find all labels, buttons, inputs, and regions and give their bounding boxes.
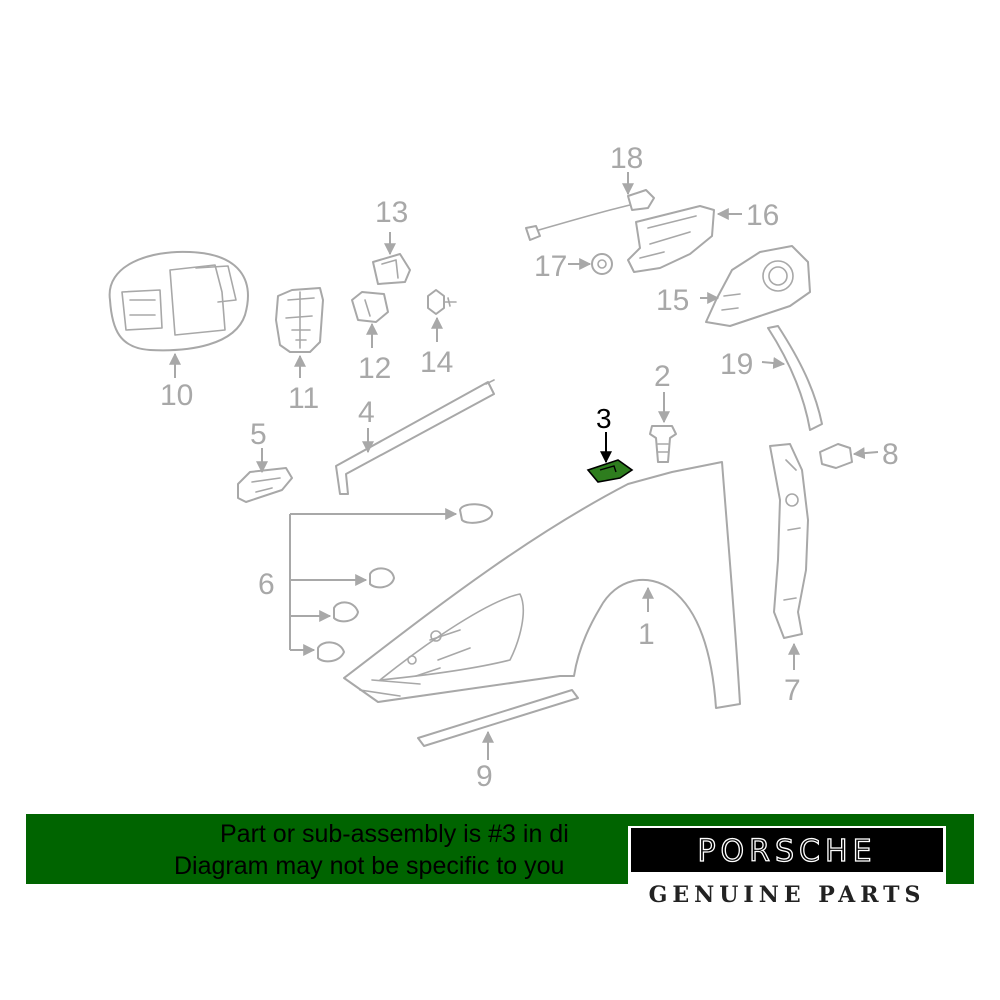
part-15-housing — [705, 245, 811, 327]
part-8-connector — [819, 443, 853, 469]
logo-brand: PORSCHE — [697, 833, 877, 869]
callout-4: 4 — [358, 396, 375, 429]
logo-tagline: GENUINE PARTS — [648, 882, 926, 908]
part-18-cable — [525, 189, 655, 241]
callout-6: 6 — [258, 568, 275, 601]
callout-1: 1 — [638, 618, 655, 651]
callout-16: 16 — [746, 199, 779, 232]
part-11-bracket — [275, 287, 324, 353]
logo-bar: PORSCHE — [631, 828, 943, 872]
part-4-bracket — [335, 379, 495, 495]
callout-19: 19 — [720, 348, 753, 381]
callout-2: 2 — [654, 360, 671, 393]
callout-12: 12 — [358, 352, 391, 385]
part-7-bracket — [769, 443, 809, 639]
part-9-seal-strip — [417, 689, 579, 747]
callout-7: 7 — [784, 674, 801, 707]
callout-17: 17 — [534, 250, 567, 283]
callout-5: 5 — [250, 418, 267, 451]
callout-18: 18 — [610, 142, 643, 175]
callout-9: 9 — [476, 760, 493, 793]
callout-15: 15 — [656, 284, 689, 317]
part-1-fender — [343, 461, 741, 709]
part-6-grommets — [317, 503, 493, 663]
part-16-actuator — [627, 205, 715, 273]
part-3-clip-nut — [586, 459, 634, 483]
part-5-clip — [237, 467, 293, 503]
callout-3: 3 — [596, 403, 612, 434]
callout-8: 8 — [882, 438, 899, 471]
callout-10: 10 — [160, 379, 193, 412]
callout-14: 14 — [420, 346, 453, 379]
part-2-bolt — [649, 425, 677, 463]
callout-13: 13 — [375, 196, 408, 229]
banner-line-2: Diagram may not be specific to you — [174, 852, 565, 880]
part-12-clip — [351, 291, 389, 323]
part-13-clip — [372, 253, 411, 285]
part-14-screw — [427, 289, 457, 315]
callout-11: 11 — [288, 382, 319, 415]
part-17-nut — [591, 253, 613, 275]
banner-line-1: Part or sub-assembly is #3 in di — [220, 820, 569, 848]
part-19-strip — [767, 325, 823, 431]
part-10-oval-cover — [108, 250, 249, 352]
porsche-genuine-parts-logo: PORSCHE GENUINE PARTS — [628, 826, 946, 910]
